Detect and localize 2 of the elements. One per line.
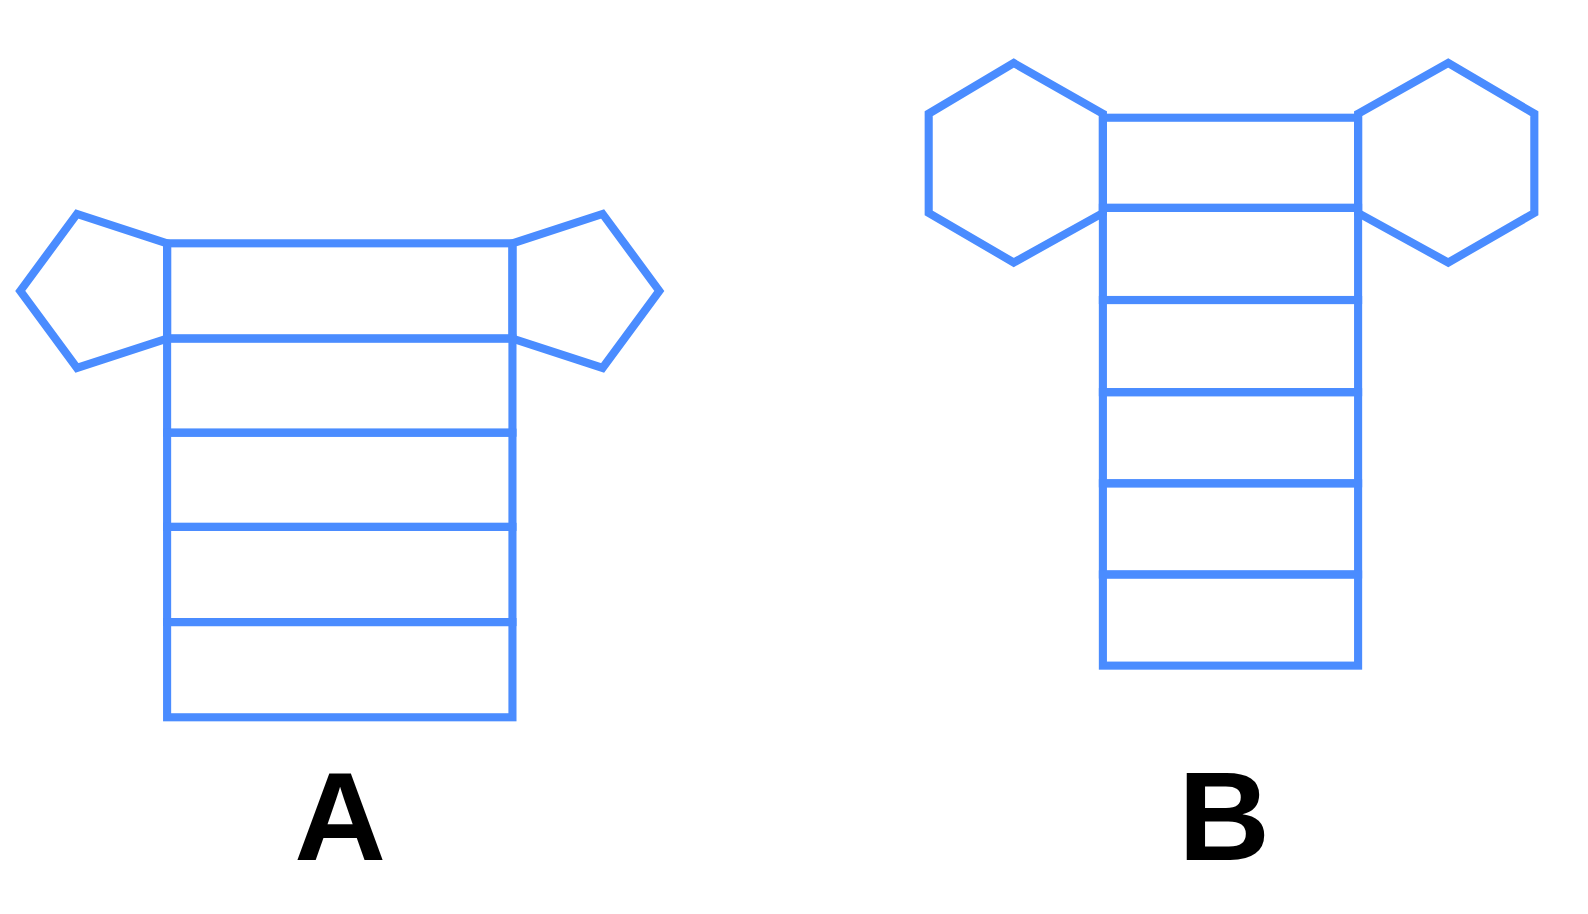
figure-label: A bbox=[294, 753, 386, 880]
figure-label: B bbox=[1178, 753, 1270, 880]
